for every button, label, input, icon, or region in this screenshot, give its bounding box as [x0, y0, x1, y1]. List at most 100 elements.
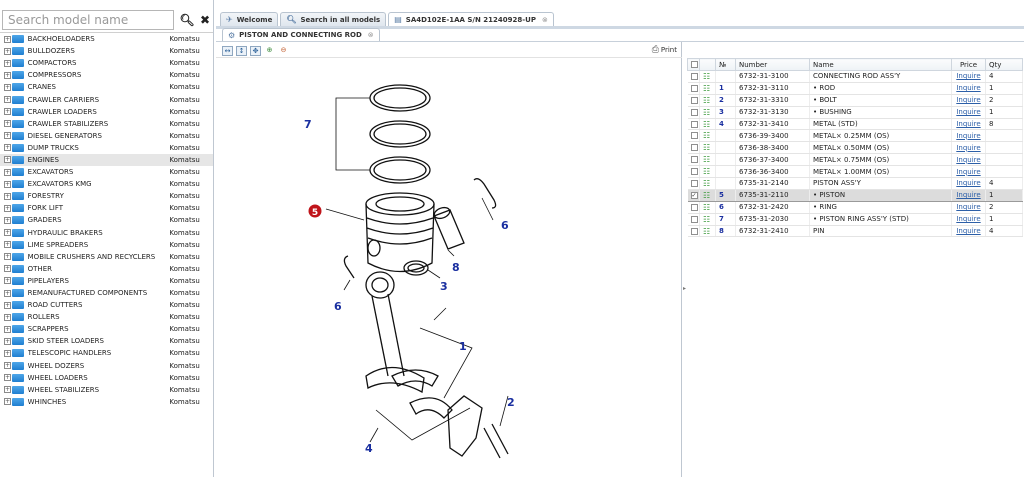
inquire-link[interactable]: Inquire — [956, 120, 981, 128]
expand-icon[interactable]: + — [4, 313, 11, 321]
column-header-qty[interactable]: Qty — [985, 58, 1023, 71]
expand-icon[interactable]: + — [4, 289, 11, 297]
inquire-link[interactable]: Inquire — [956, 227, 981, 236]
zoom-in-icon[interactable]: ⊕ — [266, 46, 273, 54]
callout-6[interactable]: 6 — [334, 300, 342, 313]
row-select-cell[interactable] — [687, 141, 700, 155]
row-select-cell[interactable] — [687, 213, 700, 226]
row-checkbox[interactable] — [690, 96, 698, 104]
select-all-checkbox[interactable] — [691, 61, 698, 68]
expand-icon[interactable]: + — [4, 325, 11, 333]
row-select-cell[interactable] — [687, 94, 700, 107]
hierarchy-icon[interactable]: ☷ — [703, 155, 711, 165]
expand-icon[interactable]: + — [4, 47, 11, 55]
expand-icon[interactable]: + — [4, 180, 11, 188]
row-checkbox[interactable] — [690, 156, 698, 164]
expand-icon[interactable]: + — [4, 192, 11, 200]
select-all-header[interactable] — [687, 58, 700, 71]
row-checkbox[interactable] — [690, 179, 698, 187]
hierarchy-icon[interactable]: ☷ — [703, 143, 711, 153]
row-checkbox[interactable] — [690, 215, 698, 223]
hierarchy-icon[interactable]: ☷ — [703, 178, 711, 188]
row-checkbox[interactable] — [690, 144, 698, 152]
tab-model[interactable]: ▤ SA4D102E-1AA S/N 21240928-UP ⊗ — [388, 12, 554, 26]
expand-icon[interactable]: + — [4, 398, 11, 406]
fit-width-icon[interactable]: ↔ — [222, 46, 233, 56]
expand-icon[interactable]: + — [4, 337, 11, 345]
inquire-link[interactable]: Inquire — [956, 191, 981, 200]
hierarchy-icon[interactable]: ☷ — [703, 83, 711, 93]
inquire-link[interactable]: Inquire — [956, 72, 981, 81]
expand-icon[interactable]: + — [4, 35, 11, 43]
expand-icon[interactable]: + — [4, 265, 11, 273]
callout-1[interactable]: 1 — [459, 340, 467, 353]
callout-5-marker[interactable] — [308, 204, 322, 218]
hierarchy-icon[interactable]: ☷ — [703, 95, 711, 105]
tree-cell[interactable]: ☷ — [699, 118, 716, 131]
inquire-link[interactable]: Inquire — [956, 84, 981, 93]
callout-2[interactable]: 2 — [507, 396, 515, 409]
row-checkbox[interactable] — [690, 84, 698, 92]
expand-icon[interactable]: + — [4, 156, 11, 164]
tree-cell[interactable]: ☷ — [699, 153, 716, 167]
search-input[interactable] — [2, 10, 174, 30]
inquire-link[interactable]: Inquire — [956, 203, 981, 212]
row-select-cell[interactable] — [687, 129, 700, 143]
hierarchy-icon[interactable]: ☷ — [703, 131, 711, 141]
expand-icon[interactable]: + — [4, 253, 11, 261]
tree-cell[interactable]: ☷ — [699, 188, 716, 202]
close-tab-icon[interactable]: ⊗ — [367, 31, 374, 39]
callout-5[interactable]: 5 — [312, 208, 318, 218]
hierarchy-icon[interactable]: ☷ — [703, 119, 711, 129]
callout-4[interactable]: 4 — [365, 442, 373, 455]
row-checkbox[interactable] — [690, 132, 698, 140]
column-header-no[interactable]: № — [715, 58, 736, 71]
inquire-link[interactable]: Inquire — [956, 96, 981, 105]
column-header-price[interactable]: Price — [951, 58, 986, 71]
row-checkbox[interactable] — [690, 168, 698, 176]
tree-cell[interactable]: ☷ — [699, 225, 716, 238]
close-tab-icon[interactable]: ⊗ — [541, 15, 548, 24]
inquire-link[interactable]: Inquire — [956, 179, 981, 188]
inquire-link[interactable]: Inquire — [956, 143, 981, 152]
tree-cell[interactable]: ☷ — [699, 106, 716, 119]
tab-search-all-models[interactable]: 🔍︎ Search in all models — [280, 12, 387, 26]
tree-cell[interactable]: ☷ — [699, 213, 716, 226]
print-button[interactable]: ⎙ Print — [652, 45, 677, 55]
callout-6[interactable]: 6 — [501, 219, 509, 232]
hierarchy-icon[interactable]: ☷ — [703, 107, 711, 117]
column-header-number[interactable]: Number — [735, 58, 810, 71]
row-checkbox[interactable] — [690, 203, 698, 211]
fit-page-icon[interactable]: ✥ — [250, 46, 261, 56]
inquire-link[interactable]: Inquire — [956, 215, 981, 224]
panel-splitter[interactable] — [682, 42, 686, 477]
expand-icon[interactable]: + — [4, 168, 11, 176]
